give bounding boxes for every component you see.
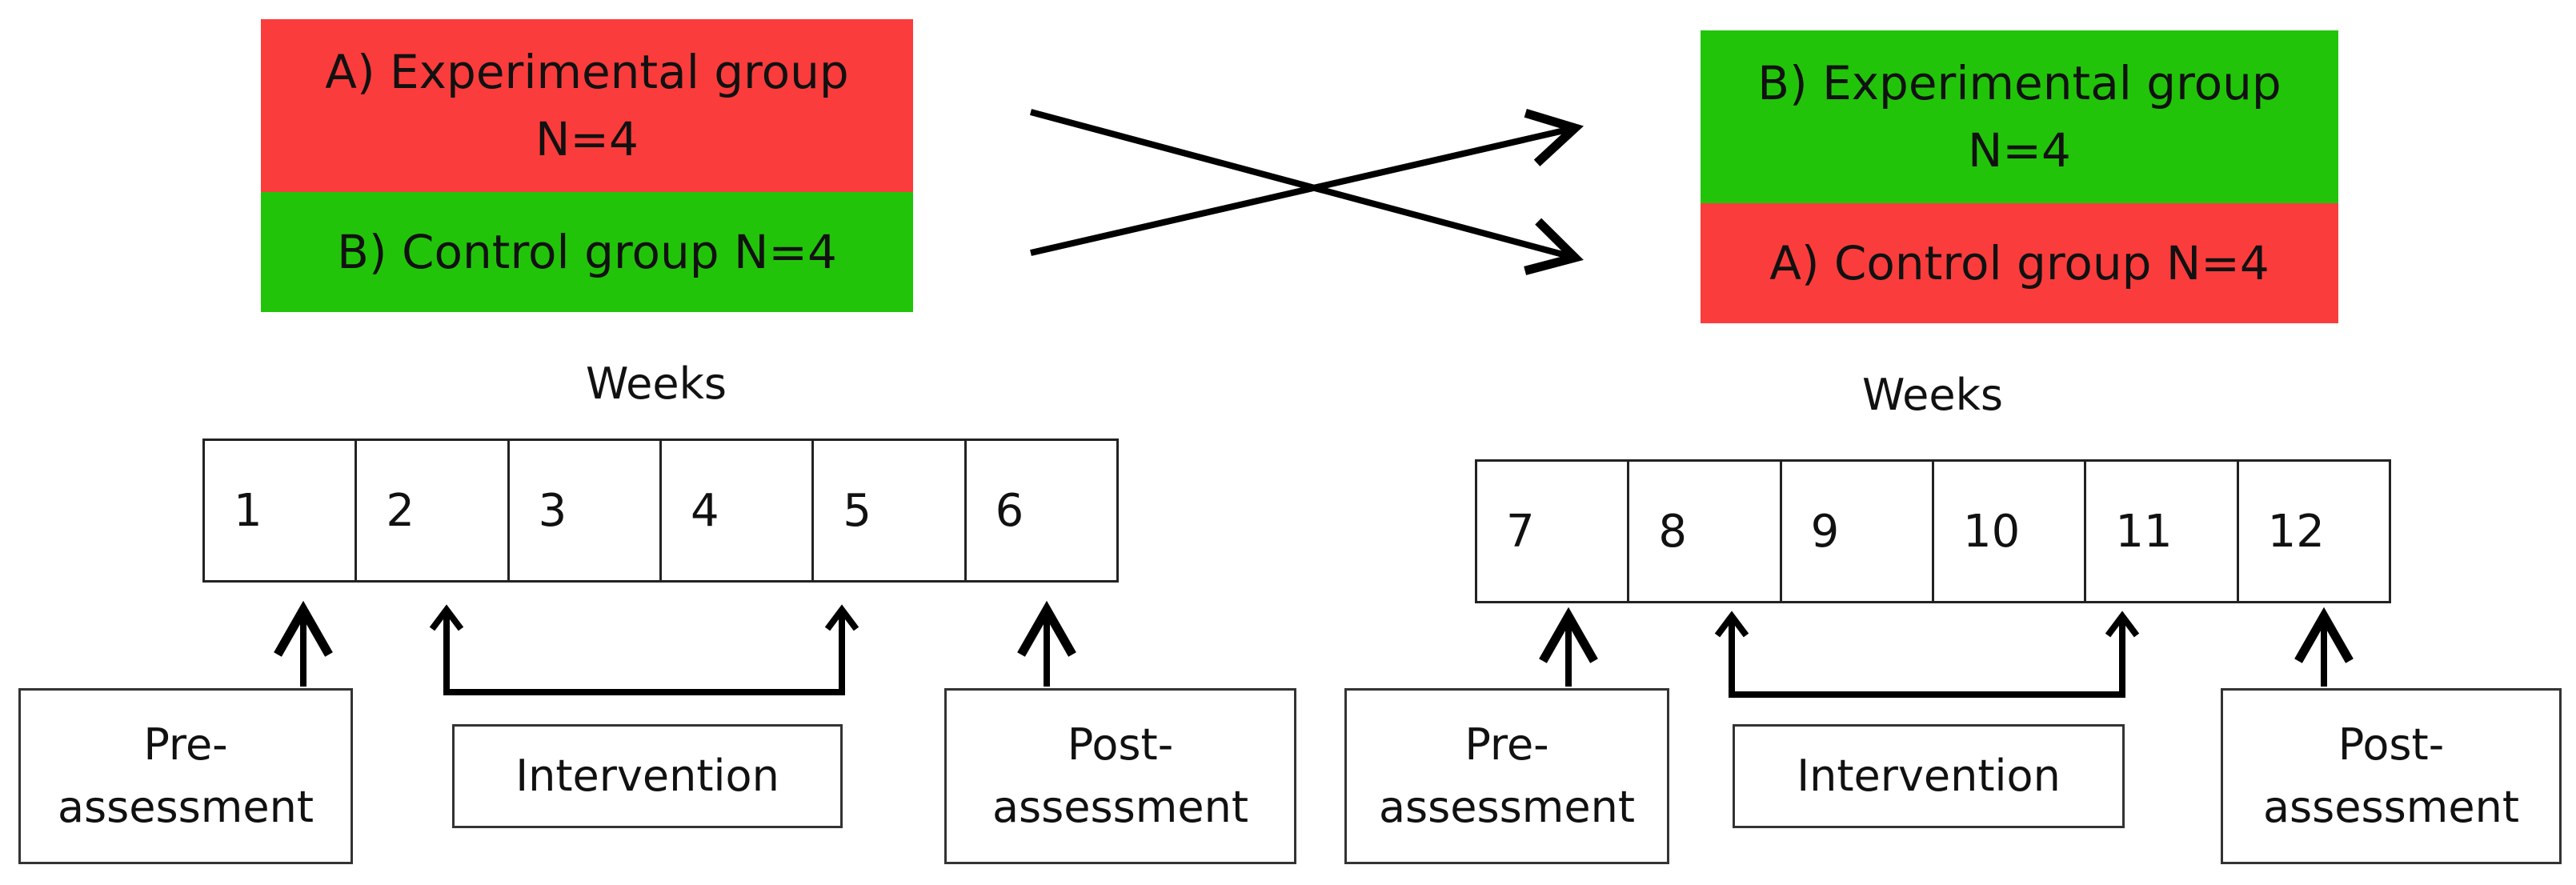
week-cell: 11 — [2086, 462, 2239, 601]
bracket-arrowhead — [1714, 611, 1749, 638]
phase2-experimental-group: B) Experimental group N=4 — [1701, 30, 2338, 203]
week-cell: 5 — [814, 441, 967, 580]
phase2-intervention-bracket — [1729, 619, 2125, 698]
week-cell: 2 — [357, 441, 510, 580]
phase2-pre-assessment-box: Pre- assessment — [1344, 688, 1669, 864]
week-cell: 6 — [995, 484, 1024, 537]
phase1-weeks-title: Weeks — [585, 358, 727, 409]
week-cell: 3 — [510, 441, 662, 580]
week-cell: 9 — [1782, 462, 1934, 601]
bracket-arrowhead — [824, 604, 859, 631]
phase2-intervention-box: Intervention — [1733, 724, 2125, 828]
week-cell: 12 — [2267, 505, 2325, 558]
phase1-intervention-box: Intervention — [452, 724, 843, 828]
phase1-post-assessment-box: Post- assessment — [944, 688, 1296, 864]
week-cell: 10 — [1934, 462, 2087, 601]
crossover-arrow-up — [1030, 108, 1584, 256]
week-cell: 7 — [1477, 462, 1630, 601]
week-cell: 4 — [662, 441, 815, 580]
phase2-control-group: A) Control group N=4 — [1701, 203, 2338, 323]
crossover-arrow-down — [1029, 109, 1584, 275]
week-cell: 8 — [1629, 462, 1782, 601]
week-cell: 1 — [205, 441, 358, 580]
phase1-pre-assessment-box: Pre- assessment — [18, 688, 353, 864]
phase2-week-row: 7 8 9 10 11 12 — [1475, 459, 2391, 603]
phase2-post-assessment-box: Post- assessment — [2221, 688, 2562, 864]
bracket-arrowhead — [2105, 611, 2140, 638]
phase2-weeks-title: Weeks — [1861, 370, 2004, 420]
phase1-control-group: B) Control group N=4 — [261, 192, 913, 312]
phase1-week-row: 1 2 3 4 5 6 — [202, 438, 1119, 583]
phase1-experimental-group: A) Experimental group N=4 — [261, 19, 913, 192]
bracket-arrowhead — [429, 604, 464, 631]
phase1-intervention-bracket — [443, 612, 845, 695]
